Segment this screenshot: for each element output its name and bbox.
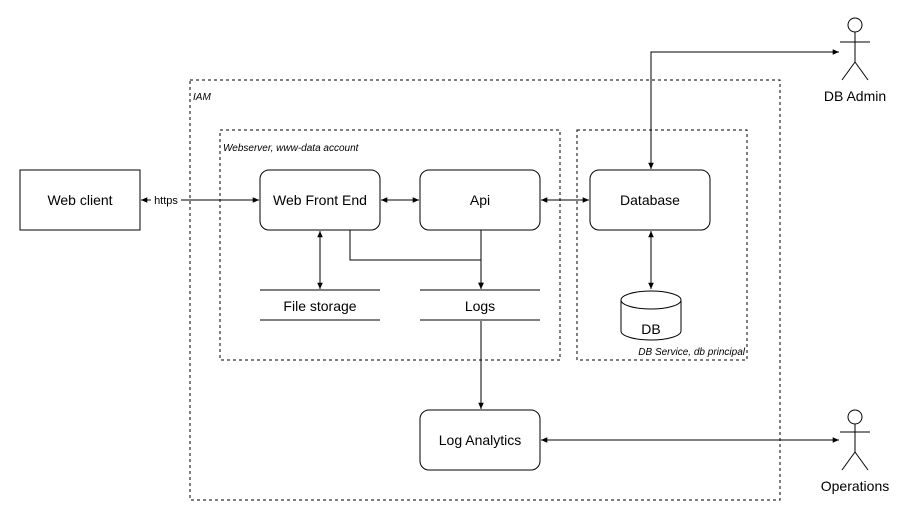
logs-label: Logs <box>465 298 495 314</box>
file-storage-node: File storage <box>260 289 380 321</box>
operations-label: Operations <box>821 478 889 494</box>
web-front-end-label: Web Front End <box>273 192 367 208</box>
api-label: Api <box>470 192 490 208</box>
log-analytics-node: Log Analytics <box>419 409 541 471</box>
web-front-end-node: Web Front End <box>259 169 381 231</box>
db-service-group-label: DB Service, db principal <box>638 347 745 358</box>
db-cylinder-node: DB <box>620 290 682 341</box>
database-node: Database <box>589 169 711 231</box>
iam-boundary: IAM <box>189 79 781 501</box>
operations-actor <box>840 409 870 471</box>
web-client-label: Web client <box>47 192 112 208</box>
db-admin-label: DB Admin <box>824 88 886 104</box>
edges <box>141 49 839 443</box>
edge-webfrontend-logs <box>349 230 484 289</box>
webserver-group-label: Webserver, www-data account <box>223 143 360 154</box>
file-storage-label: File storage <box>283 298 356 314</box>
iam-label: IAM <box>193 92 211 103</box>
db-admin-actor <box>840 17 870 81</box>
logs-node: Logs <box>420 289 540 321</box>
web-client-node: Web client <box>19 169 141 231</box>
log-analytics-label: Log Analytics <box>439 432 522 448</box>
database-label: Database <box>620 192 680 208</box>
https-edge-label: https <box>154 195 178 207</box>
webserver-group: Webserver, www-data account <box>219 129 561 361</box>
api-node: Api <box>419 169 541 231</box>
edge-dbadmin-database <box>648 49 839 169</box>
db-label: DB <box>641 321 660 337</box>
